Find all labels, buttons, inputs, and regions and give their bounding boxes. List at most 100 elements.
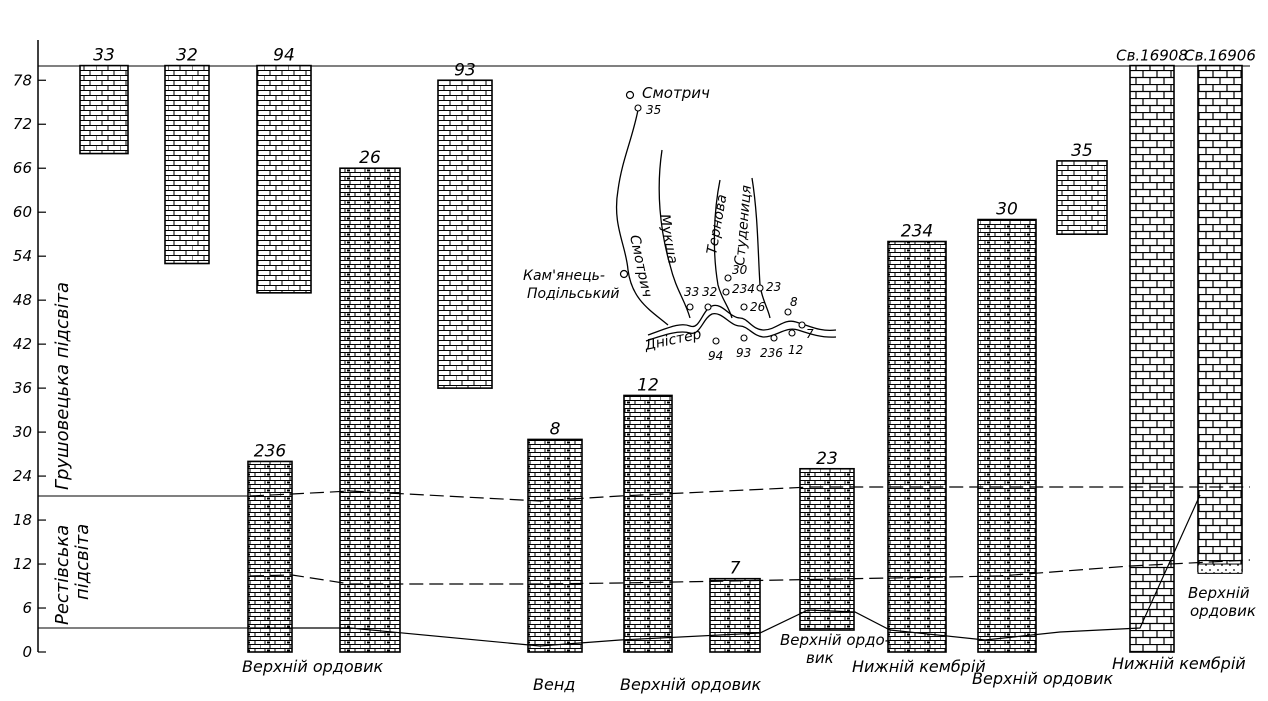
column-label-94: 94 <box>273 46 295 66</box>
base-label-sv16908: Нижній кембрій <box>1112 654 1246 673</box>
map-point-label-12: 12 <box>788 343 803 357</box>
map-town-smotrych: Смотрич <box>642 84 710 102</box>
column-26 <box>339 167 401 653</box>
base-label-sv16906-b: ордовик <box>1190 602 1256 620</box>
map-point-label-30: 30 <box>732 263 748 277</box>
map-point-93 <box>740 334 748 342</box>
map-point-30 <box>724 274 732 282</box>
column-label-sv16908: Св.16908 <box>1116 47 1188 65</box>
column-33 <box>79 64 129 155</box>
column-label-8: 8 <box>550 419 561 439</box>
map-labels: Смотрич Кам'янець- Подільський Смотрич М… <box>523 84 755 354</box>
map-river-smotrych: Смотрич <box>626 234 655 299</box>
column-12 <box>623 394 673 653</box>
map-point-12 <box>788 329 796 337</box>
formation-boundaries <box>38 65 1250 629</box>
column-label-236: 236 <box>254 441 287 461</box>
map-point-33 <box>686 303 694 311</box>
map-point-label-94: 94 <box>708 349 723 363</box>
map-town-marker <box>619 269 629 279</box>
column-7 <box>709 577 761 653</box>
map-point-32 <box>704 303 712 311</box>
column-sv16906 <box>1197 64 1243 574</box>
axis-tick-label: 18 <box>13 511 32 529</box>
map-point-label-93: 93 <box>736 346 751 360</box>
column-label-93: 93 <box>454 60 476 80</box>
column-label-35: 35 <box>1071 141 1093 161</box>
map-point-label-7: 7 <box>806 327 814 341</box>
map-point-label-23: 23 <box>766 280 781 294</box>
map-point-label-26: 26 <box>750 300 766 314</box>
location-map <box>615 109 837 342</box>
column-236 <box>247 460 293 653</box>
map-point-label-8: 8 <box>790 295 798 309</box>
column-sv16908 <box>1129 64 1175 653</box>
axis-tick-label: 78 <box>13 71 32 89</box>
base-label-sv16906-a: Верхній <box>1188 584 1250 602</box>
base-label-30: Верхній ордовик <box>972 669 1113 688</box>
map-point-label-234: 234 <box>732 282 755 296</box>
column-32 <box>164 64 210 265</box>
base-unit-labels: Верхній ордовик Венд Верхній ордовик Вер… <box>242 584 1256 694</box>
base-label-236-26: Верхній ордовик <box>242 657 383 676</box>
columns <box>79 64 1243 653</box>
column-label-26: 26 <box>359 148 381 168</box>
column-label-sv16906: Св.16906 <box>1184 47 1256 65</box>
map-point-label-35: 35 <box>646 103 661 117</box>
map-town-marker <box>625 90 635 100</box>
axis-tick-label: 48 <box>13 291 32 309</box>
base-label-234: Нижній кембрій <box>852 657 986 676</box>
map-town-kamianets-1: Кам'янець- <box>523 268 605 284</box>
base-label-23-a: Верхній ордо- <box>780 631 890 649</box>
correlation-lines <box>249 486 1251 647</box>
map-point-7 <box>798 321 806 329</box>
map-river-mukhsa: Мукша <box>656 213 680 265</box>
map-river-dniester: Дністер <box>643 326 703 354</box>
map-point-35 <box>634 104 642 112</box>
column-label-7: 7 <box>730 559 741 579</box>
map-point-26 <box>740 303 748 311</box>
formation-label-restivska-2: підсвіта <box>72 524 93 600</box>
river-ternova <box>713 179 733 319</box>
river-smotrych <box>615 109 669 326</box>
column-234 <box>887 240 947 653</box>
base-label-23-b: вик <box>806 649 834 667</box>
column-label-33: 33 <box>93 46 115 66</box>
map-point-236 <box>770 334 778 342</box>
map-point-8 <box>784 308 792 316</box>
map-point-94 <box>712 337 720 345</box>
column-30 <box>977 218 1037 653</box>
map-point-label-236: 236 <box>760 346 783 360</box>
axis-tick-label: 24 <box>13 467 32 485</box>
axis-tick-label: 54 <box>13 247 32 265</box>
river-dniester <box>647 304 837 336</box>
axis-tick-label: 66 <box>13 159 32 177</box>
map-river-studenytsia: Студениця <box>732 185 755 267</box>
axis-tick-label: 36 <box>13 379 32 397</box>
column-label-234: 234 <box>901 222 933 242</box>
column-94 <box>256 64 312 294</box>
correlation-base <box>250 494 1201 647</box>
formation-label-hrushovetska: Грушовецька підсвіта <box>52 282 73 490</box>
map-point-23 <box>756 284 764 292</box>
river-studenytsia <box>751 177 771 319</box>
river-mukhsa <box>658 149 691 319</box>
column-93 <box>437 79 493 389</box>
map-point-234 <box>722 288 730 296</box>
map-point-label-33: 33 <box>684 285 699 299</box>
base-label-12: Верхній ордовик <box>620 675 761 694</box>
axis-tick-label: 42 <box>13 335 32 353</box>
map-river-ternova: Тернова <box>704 193 730 255</box>
map-point-label-32: 32 <box>702 285 717 299</box>
axis-tick-label: 30 <box>13 423 32 441</box>
column-23 <box>799 467 855 631</box>
axis-tick-label: 6 <box>22 599 32 617</box>
axis-tick-label: 60 <box>13 203 32 221</box>
base-label-8: Венд <box>533 675 575 694</box>
axis-tick-label: 12 <box>13 555 32 573</box>
